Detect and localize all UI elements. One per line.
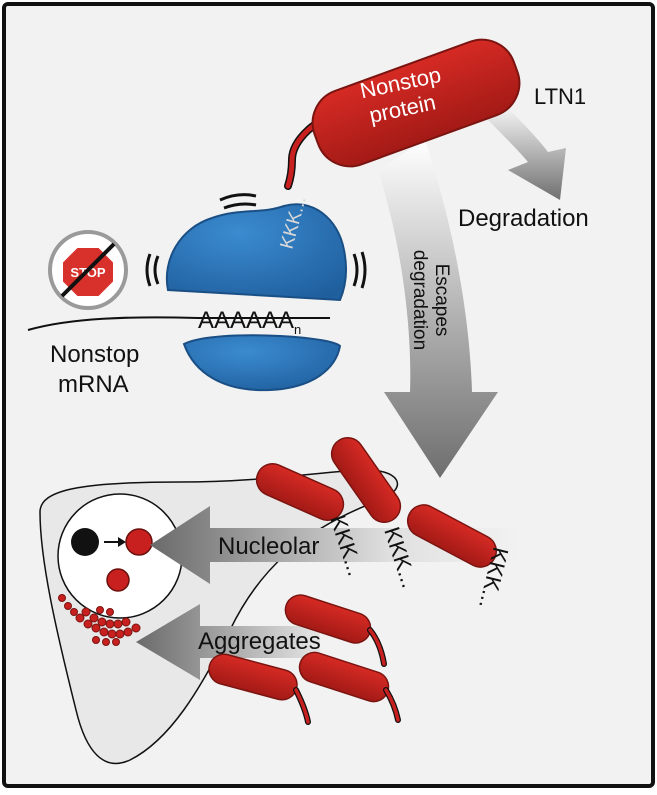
nucleus: [57, 493, 183, 619]
ribosome-large-subunit: [165, 203, 348, 302]
aggregate-protein-3: [298, 651, 401, 723]
no-stop-codon-icon: STOP: [48, 230, 128, 310]
nonstop-mrna-label-line1: Nonstop: [50, 341, 139, 368]
nonstop-mrna-label-line2: mRNA: [58, 371, 129, 398]
nucleolar-label: Nucleolar: [218, 533, 319, 560]
mrna-strand: [27, 316, 330, 331]
aggregates-arrow: [136, 604, 320, 680]
ribosome-motion-lines-top: [219, 193, 257, 210]
stop-sign-slash: [60, 242, 116, 298]
escapes-label-line1: Escapes: [431, 264, 452, 337]
escapes-degradation-arrow: [378, 140, 498, 478]
nucleolar-protein-2: [330, 437, 402, 523]
nucleolus-black: [71, 528, 99, 556]
aggregates-label: Aggregates: [198, 628, 321, 655]
nucleolar-arrow: [150, 506, 520, 584]
escapes-label-line2: degradation: [409, 250, 430, 350]
aggregate-protein-2: [208, 653, 311, 725]
ltn1-label: LTN1: [534, 84, 586, 109]
polya-tail-label: AAAAAAn: [198, 307, 301, 337]
cytoplasmic-aggregates: [58, 594, 141, 646]
nucleolar-protein-3: [406, 504, 498, 568]
ribosome-motion-lines-left: [145, 253, 160, 287]
degradation-label: Degradation: [458, 205, 589, 232]
ribosome-motion-lines-right: [352, 251, 367, 289]
nucleolus-red-2: [106, 568, 130, 592]
escapes-degradation-label: Escapes degradation: [409, 250, 452, 350]
aggregate-protein-1: [284, 594, 387, 667]
nucleolus-red-1: [125, 528, 153, 556]
ltn1-degradation-arrow: [480, 100, 566, 200]
nonstop-protein: Nonstop protein: [284, 38, 521, 190]
nucleolar-protein-1: [255, 463, 345, 521]
ribosome-small-subunit: [182, 334, 342, 392]
nonstop-protein-body: [311, 38, 521, 168]
